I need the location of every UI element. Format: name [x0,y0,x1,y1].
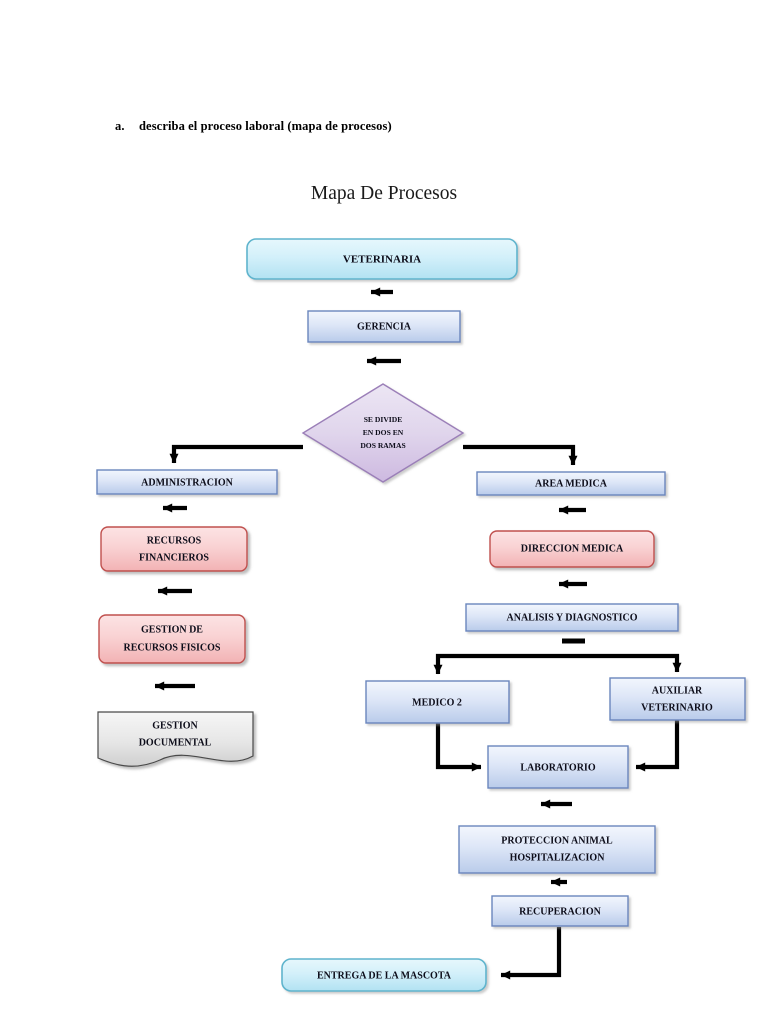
node-recuperacion-label: RECUPERACION [519,906,601,917]
section-heading: a. describa el proceso laboral (mapa de p… [115,119,392,134]
node-gestion-documental-line-2: DOCUMENTAL [139,737,212,748]
edge-analisis-split-left [433,653,573,675]
node-medico-2-shape [365,680,510,724]
node-medico-2-label: MEDICO 2 [412,697,462,708]
node-analisis-diagnostico-label: ANALISIS Y DIAGNOSTICO [507,612,638,623]
node-gerencia-shape [307,310,461,343]
node-gestion-recursos-fisicos-line-2: RECURSOS FISICOS [124,642,221,653]
node-entrega-mascota-label: ENTREGA DE LA MASCOTA [317,970,452,981]
node-decision-line-1: SE DIVIDE [364,415,403,424]
list-marker: a. [115,119,125,133]
section-heading-text: describa el proceso laboral (mapa de pro… [139,119,392,133]
diagram-title: Mapa De Procesos [310,183,458,204]
node-decision[interactable]: SE DIVIDE EN DOS EN DOS RAMAS [301,383,465,483]
node-area-medica-shape [476,471,666,496]
node-laboratorio[interactable]: LABORATORIO [487,745,629,789]
connectors [154,287,682,980]
edge-decision-area-medica [463,444,578,466]
node-recuperacion-shape [491,895,629,927]
edge-decision-administracion [169,444,303,464]
node-gestion-documental[interactable]: GESTION DOCUMENTAL [97,711,254,767]
node-gestion-documental-line-1: GESTION [152,720,198,731]
node-area-medica[interactable]: AREA MEDICA [476,471,666,496]
node-gerencia-label: GERENCIA [357,321,412,332]
node-area-medica-label: AREA MEDICA [535,478,608,489]
node-laboratorio-label: LABORATORIO [520,762,595,773]
node-recursos-financieros[interactable]: RECURSOS FINANCIEROS [100,526,248,572]
edge-analisis-split-right [573,653,682,673]
node-auxiliar-veterinario-shape [609,677,746,721]
node-gestion-recursos-fisicos[interactable]: GESTION DE RECURSOS FISICOS [98,614,246,664]
node-decision-line-3: DOS RAMAS [360,441,405,450]
node-gestion-documental-shape [97,711,254,767]
node-direccion-medica-label: DIRECCION MEDICA [521,543,624,554]
node-analisis-diagnostico-shape [465,603,679,632]
node-veterinaria-label: VETERINARIA [343,254,421,266]
node-proteccion-animal-line-1: PROTECCION ANIMAL [501,835,613,846]
node-auxiliar-veterinario-line-2: VETERINARIO [641,702,713,713]
node-analisis-diagnostico[interactable]: ANALISIS Y DIAGNOSTICO [465,603,679,632]
node-decision-line-2: EN DOS EN [363,428,404,437]
node-proteccion-animal-shape [458,825,656,874]
node-administracion-label: ADMINISTRACION [141,477,233,488]
node-gestion-recursos-fisicos-line-1: GESTION DE [141,624,203,635]
node-veterinaria-shape [246,238,518,280]
node-administracion[interactable]: ADMINISTRACION [96,469,278,495]
node-direccion-medica-shape [489,530,655,568]
node-recursos-financieros-shape [100,526,248,572]
node-recuperacion[interactable]: RECUPERACION [491,895,629,927]
node-gerencia[interactable]: GERENCIA [307,310,461,343]
node-administracion-shape [96,469,278,495]
node-medico-2[interactable]: MEDICO 2 [365,680,510,724]
node-proteccion-animal-line-2: HOSPITALIZACION [510,852,606,863]
node-proteccion-animal[interactable]: PROTECCION ANIMAL HOSPITALIZACION [458,825,656,874]
edge-recuperacion-entrega [500,927,562,980]
edge-medico2-laboratorio [435,723,482,772]
node-entrega-mascota[interactable]: ENTREGA DE LA MASCOTA [281,958,487,992]
node-recursos-financieros-line-1: RECURSOS [147,535,202,546]
node-auxiliar-veterinario-line-1: AUXILIAR [652,685,703,696]
node-direccion-medica[interactable]: DIRECCION MEDICA [489,530,655,568]
node-recursos-financieros-line-2: FINANCIEROS [139,552,209,563]
node-auxiliar-veterinario[interactable]: AUXILIAR VETERINARIO [609,677,746,721]
node-decision-shape [301,383,465,483]
node-entrega-mascota-shape [281,958,487,992]
node-laboratorio-shape [487,745,629,789]
node-gestion-recursos-fisicos-shape [98,614,246,664]
edge-auxiliar-laboratorio [635,720,680,772]
node-veterinaria[interactable]: VETERINARIA [246,238,518,280]
